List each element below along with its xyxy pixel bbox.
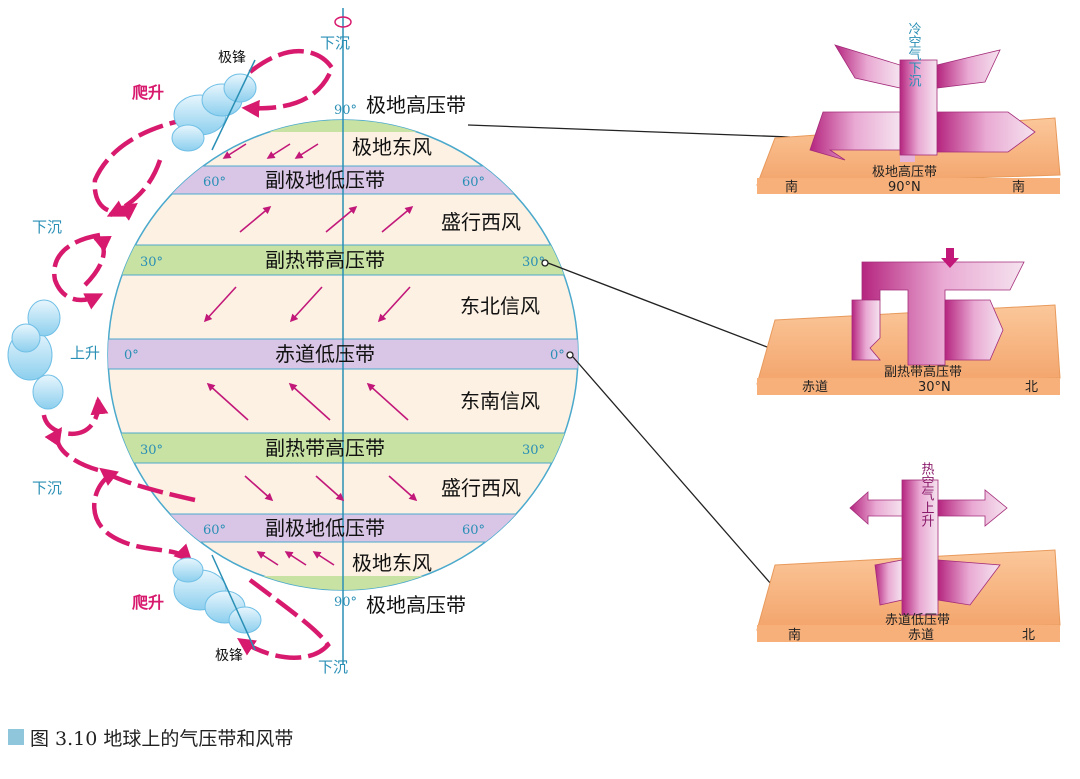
polar-front-line-north	[211, 59, 256, 151]
panel3-lat-label: 赤道	[908, 628, 934, 643]
connector-lines	[467, 124, 791, 593]
cloud-equator	[7, 299, 64, 410]
panel3-belt-label: 赤道低压带	[885, 613, 950, 628]
lat-label-60-south-right: 60°	[462, 523, 485, 538]
panel1-left-label: 南	[785, 179, 798, 195]
sink-label-north-mid: 下沉	[32, 218, 62, 236]
panel-equatorial-low: 热空气上升 赤道低压带 赤道 南 北	[756, 462, 1061, 643]
sink-label-south-mid: 下沉	[32, 479, 62, 497]
lat-label-30-north-right: 30°	[522, 255, 545, 270]
rise-label-equator: 上升	[70, 344, 100, 362]
panel1-lat-label: 90°N	[888, 180, 921, 195]
wind-label-ne-trades: 东北信风	[460, 294, 540, 318]
figure-caption: 图 3.10 地球上的气压带和风带	[8, 722, 293, 752]
belt-label-subpolar-low-north: 副极地低压带	[265, 168, 385, 192]
lat-label-60-north-right: 60°	[462, 175, 485, 190]
lat-label-30-south-right: 30°	[522, 443, 545, 458]
lat-label-60-south-left: 60°	[203, 523, 226, 538]
caption-marker-icon	[8, 729, 24, 745]
axis-rotation-icon	[334, 16, 352, 28]
belt-label-polar-high-south: 极地高压带	[366, 593, 466, 617]
panel-polar-high: 冷空气下沉 极地高压带 90°N 南 南	[756, 22, 1061, 195]
belt-label-polar-high-north: 极地高压带	[366, 93, 466, 117]
sink-label-bottom: 下沉	[318, 658, 348, 676]
climb-label-north: 爬升	[131, 83, 164, 102]
panel1-right-label: 南	[1012, 179, 1025, 195]
lat-label-90-south: 90°	[334, 595, 357, 610]
belt-label-equatorial-low: 赤道低压带	[275, 342, 375, 366]
polar-front-label-north: 极锋	[218, 50, 246, 66]
lat-label-90-north: 90°	[334, 103, 357, 118]
sink-label-top: 下沉	[320, 34, 350, 52]
lat-label-30-north-left: 30°	[140, 255, 163, 270]
cloud-north-front	[171, 73, 257, 152]
globe	[107, 8, 579, 665]
panel2-left-label: 赤道	[802, 380, 828, 395]
climb-label-south: 爬升	[131, 593, 164, 612]
circulation-cells	[41, 48, 335, 660]
panel1-belt-label: 极地高压带	[872, 164, 937, 180]
lat-label-30-south-left: 30°	[140, 443, 163, 458]
panel3-left-label: 南	[788, 627, 801, 643]
lat-label-60-north-left: 60°	[203, 175, 226, 190]
panel3-vertical-label: 热空气上升	[919, 462, 935, 527]
belt-label-subtropical-high-south: 副热带高压带	[265, 436, 385, 460]
panel2-lat-label: 30°N	[918, 380, 951, 395]
wind-label-polar-easterlies-north: 极地东风	[352, 135, 432, 159]
caption-text: 图 3.10 地球上的气压带和风带	[30, 727, 294, 750]
panel2-belt-label: 副热带高压带	[884, 364, 962, 380]
panel-subtropical-high: 副热带高压带 30°N 赤道 北	[756, 248, 1061, 395]
wind-label-se-trades: 东南信风	[460, 389, 540, 413]
wind-label-westerlies-south: 盛行西风	[441, 476, 521, 500]
cloud-south-front	[172, 557, 262, 634]
panel1-vertical-label: 冷空气下沉	[906, 22, 922, 88]
wind-arrows	[203, 143, 418, 566]
belt-label-subpolar-low-south: 副极地低压带	[265, 516, 385, 540]
polar-front-label-south: 极锋	[215, 648, 243, 664]
panel3-right-label: 北	[1022, 628, 1035, 643]
wind-label-westerlies-north: 盛行西风	[441, 210, 521, 234]
polar-front-line-south	[211, 554, 256, 651]
belt-band-polar-high-north	[108, 120, 578, 132]
belt-label-subtropical-high-north: 副热带高压带	[265, 248, 385, 272]
wind-label-polar-easterlies-south: 极地东风	[352, 551, 432, 575]
belt-band-polar-high-south	[108, 576, 578, 590]
lat-label-0-right: 0°	[550, 348, 565, 363]
lat-label-0-left: 0°	[124, 348, 139, 363]
panel2-right-label: 北	[1025, 380, 1038, 395]
